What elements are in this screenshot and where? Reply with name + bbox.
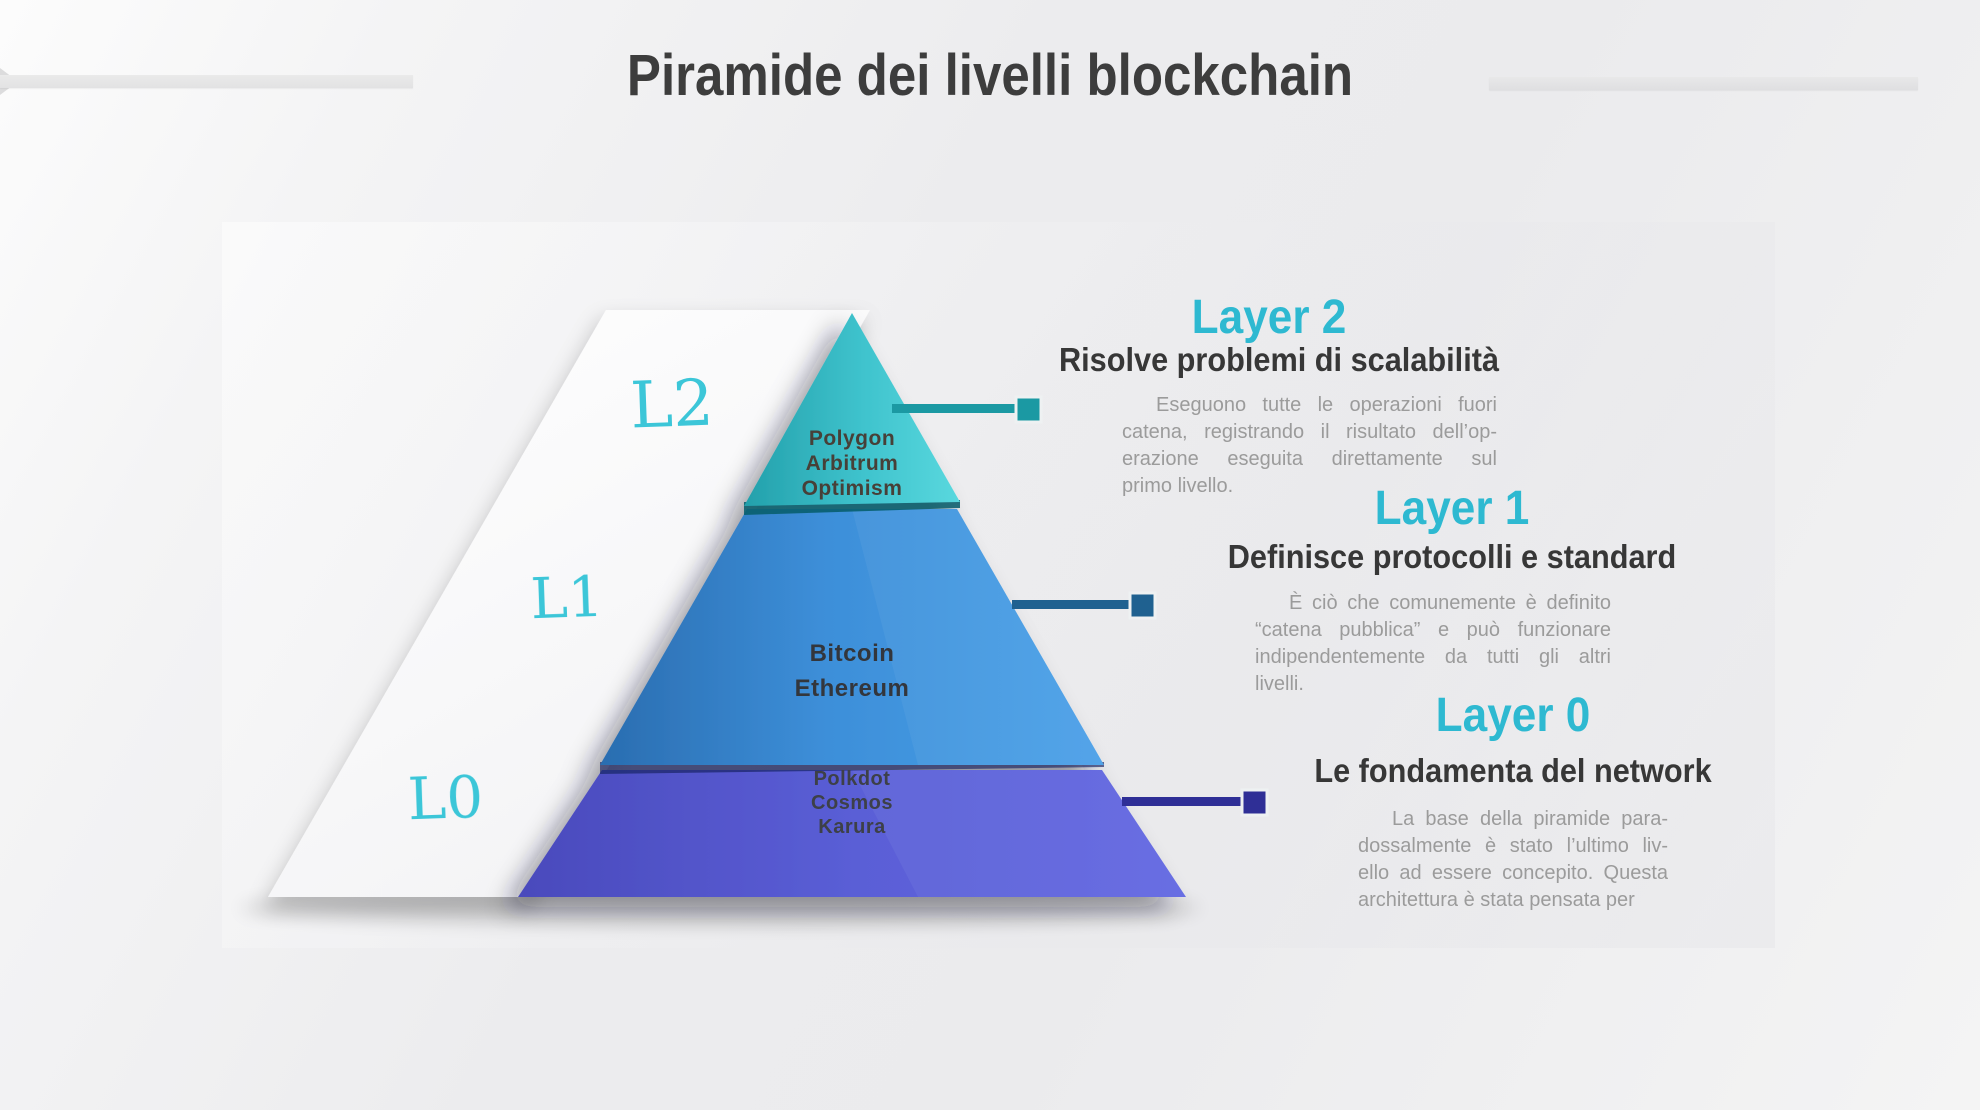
callout-layer-2-subheading: Risolve problemi di scalabilità	[1058, 341, 1500, 378]
body-line: indipendentemente da tutti gli altri	[1255, 646, 1611, 668]
body-line: “catena pubblica” e può funzionare	[1255, 619, 1611, 641]
level-2-item: Polygon	[808, 427, 896, 450]
decorative-bar-right	[1489, 77, 1918, 90]
callout-layer-1-heading: Layer 1	[1374, 482, 1530, 535]
callout-layer-1-body: È ciò che comunemente è definito “catena…	[1255, 590, 1611, 698]
decorative-bar-left	[0, 75, 413, 88]
body-line: catena, registrando il risultato dell’op…	[1122, 421, 1497, 443]
pyramid-level-0-sheen	[852, 770, 1186, 897]
level-1-item: Ethereum	[794, 675, 910, 702]
ground-shadow	[240, 892, 1200, 924]
level-0-item: Cosmos	[811, 792, 893, 814]
body-line: livelli.	[1255, 673, 1304, 695]
body-line: Eseguono tutte le operazioni fuori	[1156, 394, 1497, 416]
connector-layer-2	[892, 395, 1043, 424]
pyramid-level-1-sheen	[852, 509, 1104, 765]
body-line: È ciò che comunemente è definito	[1289, 592, 1611, 614]
connector-square-l2	[1014, 395, 1043, 424]
level-1-items: Bitcoin Ethereum	[702, 636, 1002, 706]
level-2-item: Optimism	[801, 477, 903, 500]
connector-line-l2	[892, 404, 1022, 413]
body-line: erazione eseguita direttamente sul	[1122, 448, 1497, 470]
connector-layer-0	[1122, 788, 1269, 817]
hand-label-l1: L1	[529, 564, 605, 633]
body-line: architettura è stata pensata per	[1358, 889, 1635, 911]
callout-layer-0-heading: Layer 0	[1435, 689, 1591, 742]
body-line: primo livello.	[1122, 475, 1234, 497]
white-label-panel	[268, 310, 870, 897]
connector-square-l1	[1128, 591, 1157, 620]
connector-line-l1	[1012, 600, 1136, 609]
pyramid-shape	[518, 313, 1186, 897]
body-line: ello ad essere concepito. Questa	[1358, 862, 1668, 884]
level-2-item: Arbitrum	[805, 452, 899, 475]
level-0-item: Polkdot	[813, 768, 891, 790]
level-2-items: Polygon Arbitrum Optimism	[702, 426, 1002, 501]
pyramid-level-2-shape	[744, 313, 960, 506]
connector-square-l0	[1240, 788, 1269, 817]
page-title: Piramide dei livelli blockchain	[626, 43, 1354, 108]
connector-line-l0	[1122, 797, 1248, 806]
callout-layer-2-body: Eseguono tutte le operazioni fuori caten…	[1122, 392, 1497, 500]
callout-layer-1-subheading: Definisce protocolli e standard	[1227, 538, 1677, 575]
callout-layer-0-subheading: Le fondamenta del network	[1314, 752, 1712, 789]
hand-label-l0: L0	[406, 762, 485, 834]
level-0-item: Karura	[818, 816, 886, 838]
body-line: dossalmente è stato l’ultimo liv-	[1358, 835, 1668, 857]
level-0-items: Polkdot Cosmos Karura	[702, 767, 1002, 839]
body-line: La base della piramide para-	[1392, 808, 1668, 830]
callout-layer-2-heading: Layer 2	[1191, 291, 1347, 344]
level-1-item: Bitcoin	[809, 640, 895, 667]
connector-layer-1	[1012, 591, 1157, 620]
callout-layer-0-body: La base della piramide para- dossalmente…	[1358, 806, 1668, 914]
